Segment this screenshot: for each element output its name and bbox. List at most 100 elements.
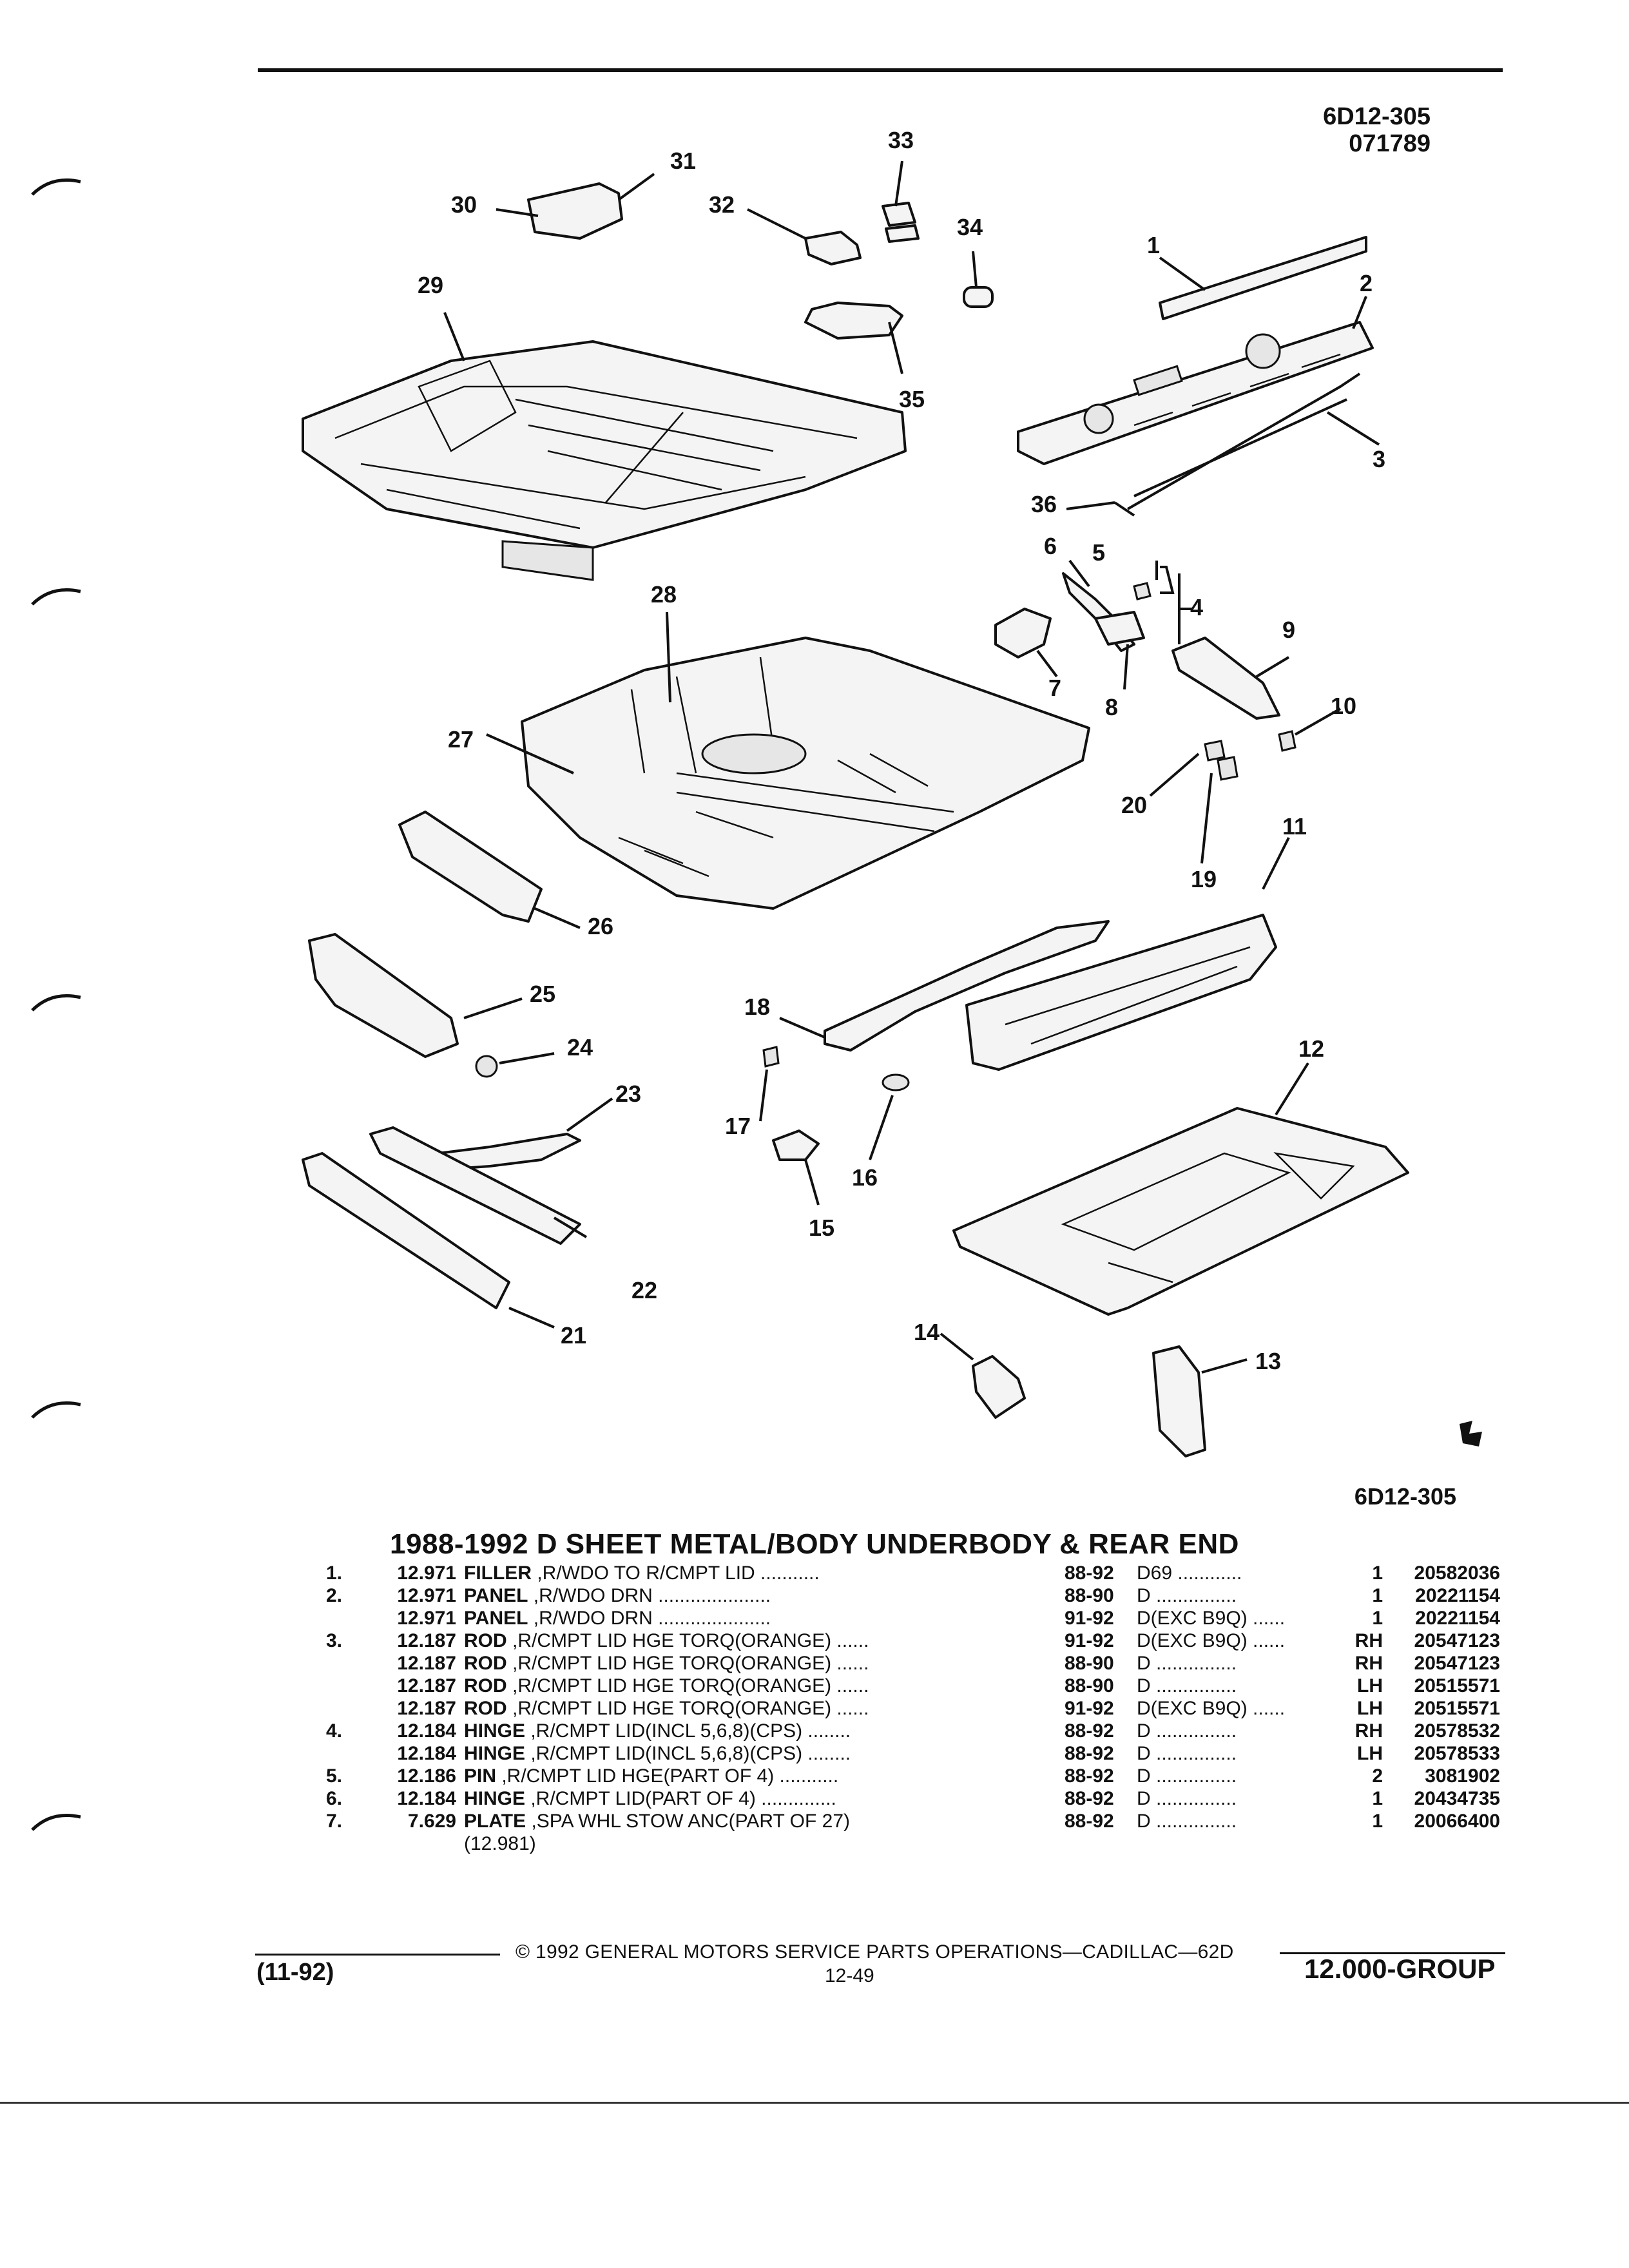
callout-6: 6 xyxy=(1044,533,1057,559)
part-name: ROD xyxy=(464,1698,507,1719)
group-number: 12.184 xyxy=(397,1720,456,1742)
callout-27: 27 xyxy=(448,726,474,753)
diagram-ref-code-bottom: 6D12-305 xyxy=(1354,1483,1456,1510)
panel-25-drawing xyxy=(308,933,459,1058)
callout-2: 2 xyxy=(1360,270,1373,296)
quantity: LH xyxy=(1357,1743,1383,1764)
leader-lines xyxy=(443,160,1380,1374)
part-name: PANEL xyxy=(464,1585,528,1606)
pillar-13-drawing xyxy=(1152,1345,1206,1457)
group-label: 12.000-GROUP xyxy=(1304,1954,1496,1984)
clip-17-drawing xyxy=(762,1046,780,1068)
quantity: 1 xyxy=(1372,1608,1383,1629)
rear-end-panel-drawing xyxy=(965,914,1277,1071)
callout-20: 20 xyxy=(1121,792,1147,818)
part-detail: ,R/WDO DRN ..................... xyxy=(528,1608,771,1629)
group-number: 12.184 xyxy=(397,1788,456,1809)
footer-rule-left xyxy=(255,1954,500,1956)
callout-12: 12 xyxy=(1298,1035,1324,1062)
parts-row: 4. 12.184 HINGE ,R/CMPT LID(INCL 5,6,8)(… xyxy=(322,1720,1504,1742)
quantity: 1 xyxy=(1372,1811,1383,1832)
extension-18-drawing xyxy=(824,920,1110,1052)
part-detail: ,R/WDO TO R/CMPT LID ........... xyxy=(532,1562,820,1584)
part-name: HINGE xyxy=(464,1720,526,1742)
callout-25: 25 xyxy=(530,981,555,1007)
item-number xyxy=(322,1742,375,1765)
part-description: ROD ,R/CMPT LID HGE TORQ(ORANGE) ...... xyxy=(460,1675,1061,1697)
group-number: 12.971 xyxy=(397,1585,456,1606)
item-number: 5. xyxy=(326,1765,343,1787)
series: D ............... xyxy=(1137,1788,1237,1809)
part-detail: ,R/CMPT LID HGE TORQ(ORANGE) ...... xyxy=(506,1653,869,1674)
binder-mark xyxy=(31,588,81,606)
floor-pan-drawing xyxy=(521,637,1090,910)
callout-32: 32 xyxy=(709,191,735,218)
part-number: 20066400 xyxy=(1414,1811,1500,1832)
parts-row: 2. 12.971 PANEL ,R/WDO DRN .............… xyxy=(322,1584,1504,1607)
clip-19-drawing xyxy=(1217,756,1239,781)
callout-29: 29 xyxy=(418,272,443,298)
callout-17: 17 xyxy=(725,1113,751,1139)
part-description: FILLER ,R/WDO TO R/CMPT LID ........... xyxy=(460,1562,1061,1584)
model-years: 88-92 xyxy=(1065,1765,1114,1787)
callout-9: 9 xyxy=(1282,617,1295,643)
parts-row: 12.184 HINGE ,R/CMPT LID(INCL 5,6,8)(CPS… xyxy=(322,1742,1504,1765)
nut-24-drawing xyxy=(475,1055,498,1078)
part-detail: ,R/WDO DRN ..................... xyxy=(528,1585,771,1606)
parts-row: 3. 12.187 ROD ,R/CMPT LID HGE TORQ(ORANG… xyxy=(322,1629,1504,1652)
part-detail: ,R/CMPT LID HGE TORQ(ORANGE) ...... xyxy=(506,1630,869,1651)
item-number xyxy=(322,1607,375,1629)
rail-21-drawing xyxy=(302,1152,510,1309)
part-description: HINGE ,R/CMPT LID(INCL 5,6,8)(CPS) .....… xyxy=(460,1742,1061,1765)
model-years: 91-92 xyxy=(1065,1698,1114,1719)
model-years: 91-92 xyxy=(1065,1608,1114,1629)
parts-row: 12.971 PANEL ,R/WDO DRN ................… xyxy=(322,1607,1504,1629)
quantity: RH xyxy=(1354,1630,1383,1651)
item-number: 1. xyxy=(326,1562,343,1584)
series: D(EXC B9Q) ...... xyxy=(1137,1608,1286,1629)
part-description: ROD ,R/CMPT LID HGE TORQ(ORANGE) ...... xyxy=(460,1697,1061,1720)
parts-note: (12.981) xyxy=(464,1833,536,1854)
part-detail: ,R/CMPT LID HGE TORQ(ORANGE) ...... xyxy=(506,1698,869,1719)
model-years: 88-90 xyxy=(1065,1653,1114,1674)
model-years: 88-90 xyxy=(1065,1675,1114,1696)
bracket-15-drawing xyxy=(772,1129,820,1161)
callout-18: 18 xyxy=(744,994,770,1020)
callout-30: 30 xyxy=(451,191,477,218)
callout-26: 26 xyxy=(588,913,613,939)
callout-36: 36 xyxy=(1031,491,1057,517)
callout-35: 35 xyxy=(899,386,925,412)
callout-34: 34 xyxy=(957,214,983,240)
callout-14: 14 xyxy=(914,1319,940,1345)
page-number: 12-49 xyxy=(825,1965,874,1986)
section-title: 1988-1992 D SHEET METAL/BODY UNDERBODY &… xyxy=(390,1528,1239,1560)
bracket-32-drawing xyxy=(804,231,862,265)
callout-31: 31 xyxy=(670,148,696,174)
part-number: 20434735 xyxy=(1414,1788,1500,1809)
item-number xyxy=(322,1697,375,1720)
group-number: 12.187 xyxy=(397,1675,456,1696)
series: D ............... xyxy=(1137,1653,1237,1674)
part-description: ROD ,R/CMPT LID HGE TORQ(ORANGE) ...... xyxy=(460,1652,1061,1675)
parts-row: 12.187 ROD ,R/CMPT LID HGE TORQ(ORANGE) … xyxy=(322,1697,1504,1720)
model-years: 88-92 xyxy=(1065,1743,1114,1764)
item-number: 3. xyxy=(326,1630,343,1651)
callout-4: 4 xyxy=(1190,594,1203,620)
model-years: 88-92 xyxy=(1065,1811,1114,1832)
part-name: PIN xyxy=(464,1765,497,1787)
series: D ............... xyxy=(1137,1811,1237,1832)
part-description: PANEL ,R/WDO DRN ..................... xyxy=(460,1607,1061,1629)
panel-26-drawing xyxy=(398,811,543,923)
diagram-ref-code-line1: 6D12-305 xyxy=(1323,103,1431,130)
callout-3: 3 xyxy=(1373,446,1385,472)
callout-24: 24 xyxy=(567,1034,593,1061)
series: D ............... xyxy=(1137,1585,1237,1606)
callout-22: 22 xyxy=(631,1277,657,1303)
window-drain-panel-drawing xyxy=(1017,321,1374,465)
group-number: 12.971 xyxy=(397,1608,456,1629)
callout-19: 19 xyxy=(1191,866,1217,892)
item-number: 4. xyxy=(326,1720,343,1742)
filler-strip-drawing xyxy=(1159,236,1367,320)
exploded-parts-diagram: 1 2 3 4 5 6 7 8 9 10 11 12 13 14 15 16 1… xyxy=(302,127,1482,1457)
parts-row: 6. 12.184 HINGE ,R/CMPT LID(PART OF 4) .… xyxy=(322,1787,1504,1810)
